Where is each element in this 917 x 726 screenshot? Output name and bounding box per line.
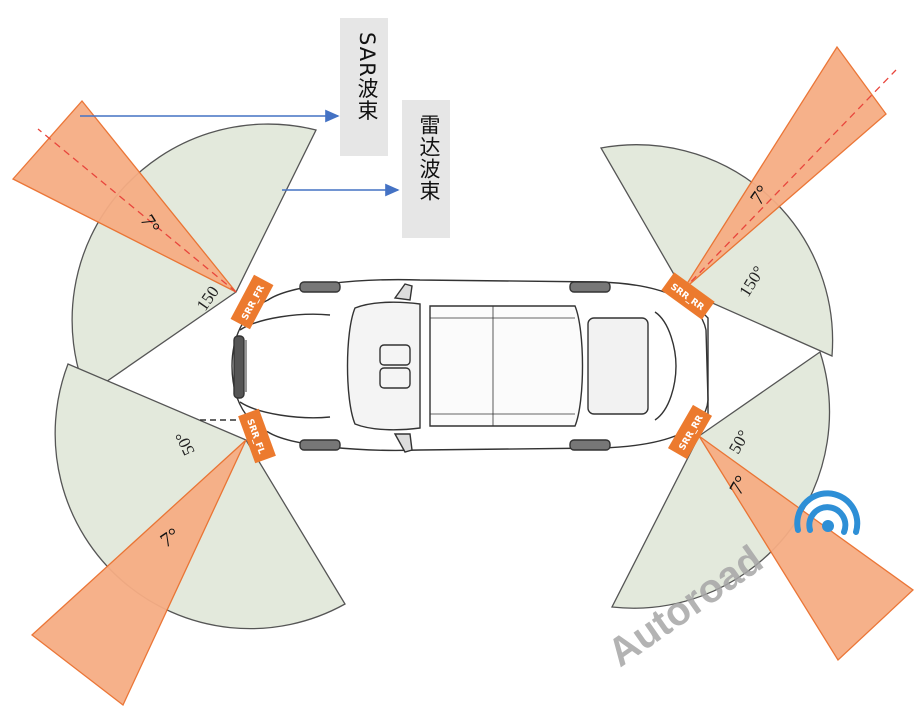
autoroad-logo-icon <box>794 490 861 535</box>
radar-beam-label-box: 雷达波束 <box>402 100 450 238</box>
beam-front-left-lower <box>30 439 247 707</box>
sar-beam-label: SAR波束 <box>355 32 379 122</box>
sar-beam-label-box: SAR波束 <box>340 18 388 156</box>
beam-rear-right-upper <box>682 45 897 291</box>
car-top-view <box>231 278 709 453</box>
sensor-tag-fl: SRR_FL <box>238 408 276 464</box>
beam-front-left-upper <box>11 99 237 293</box>
beam-rear-right-lower <box>698 435 915 662</box>
radar-beam-label: 雷达波束 <box>417 114 441 202</box>
